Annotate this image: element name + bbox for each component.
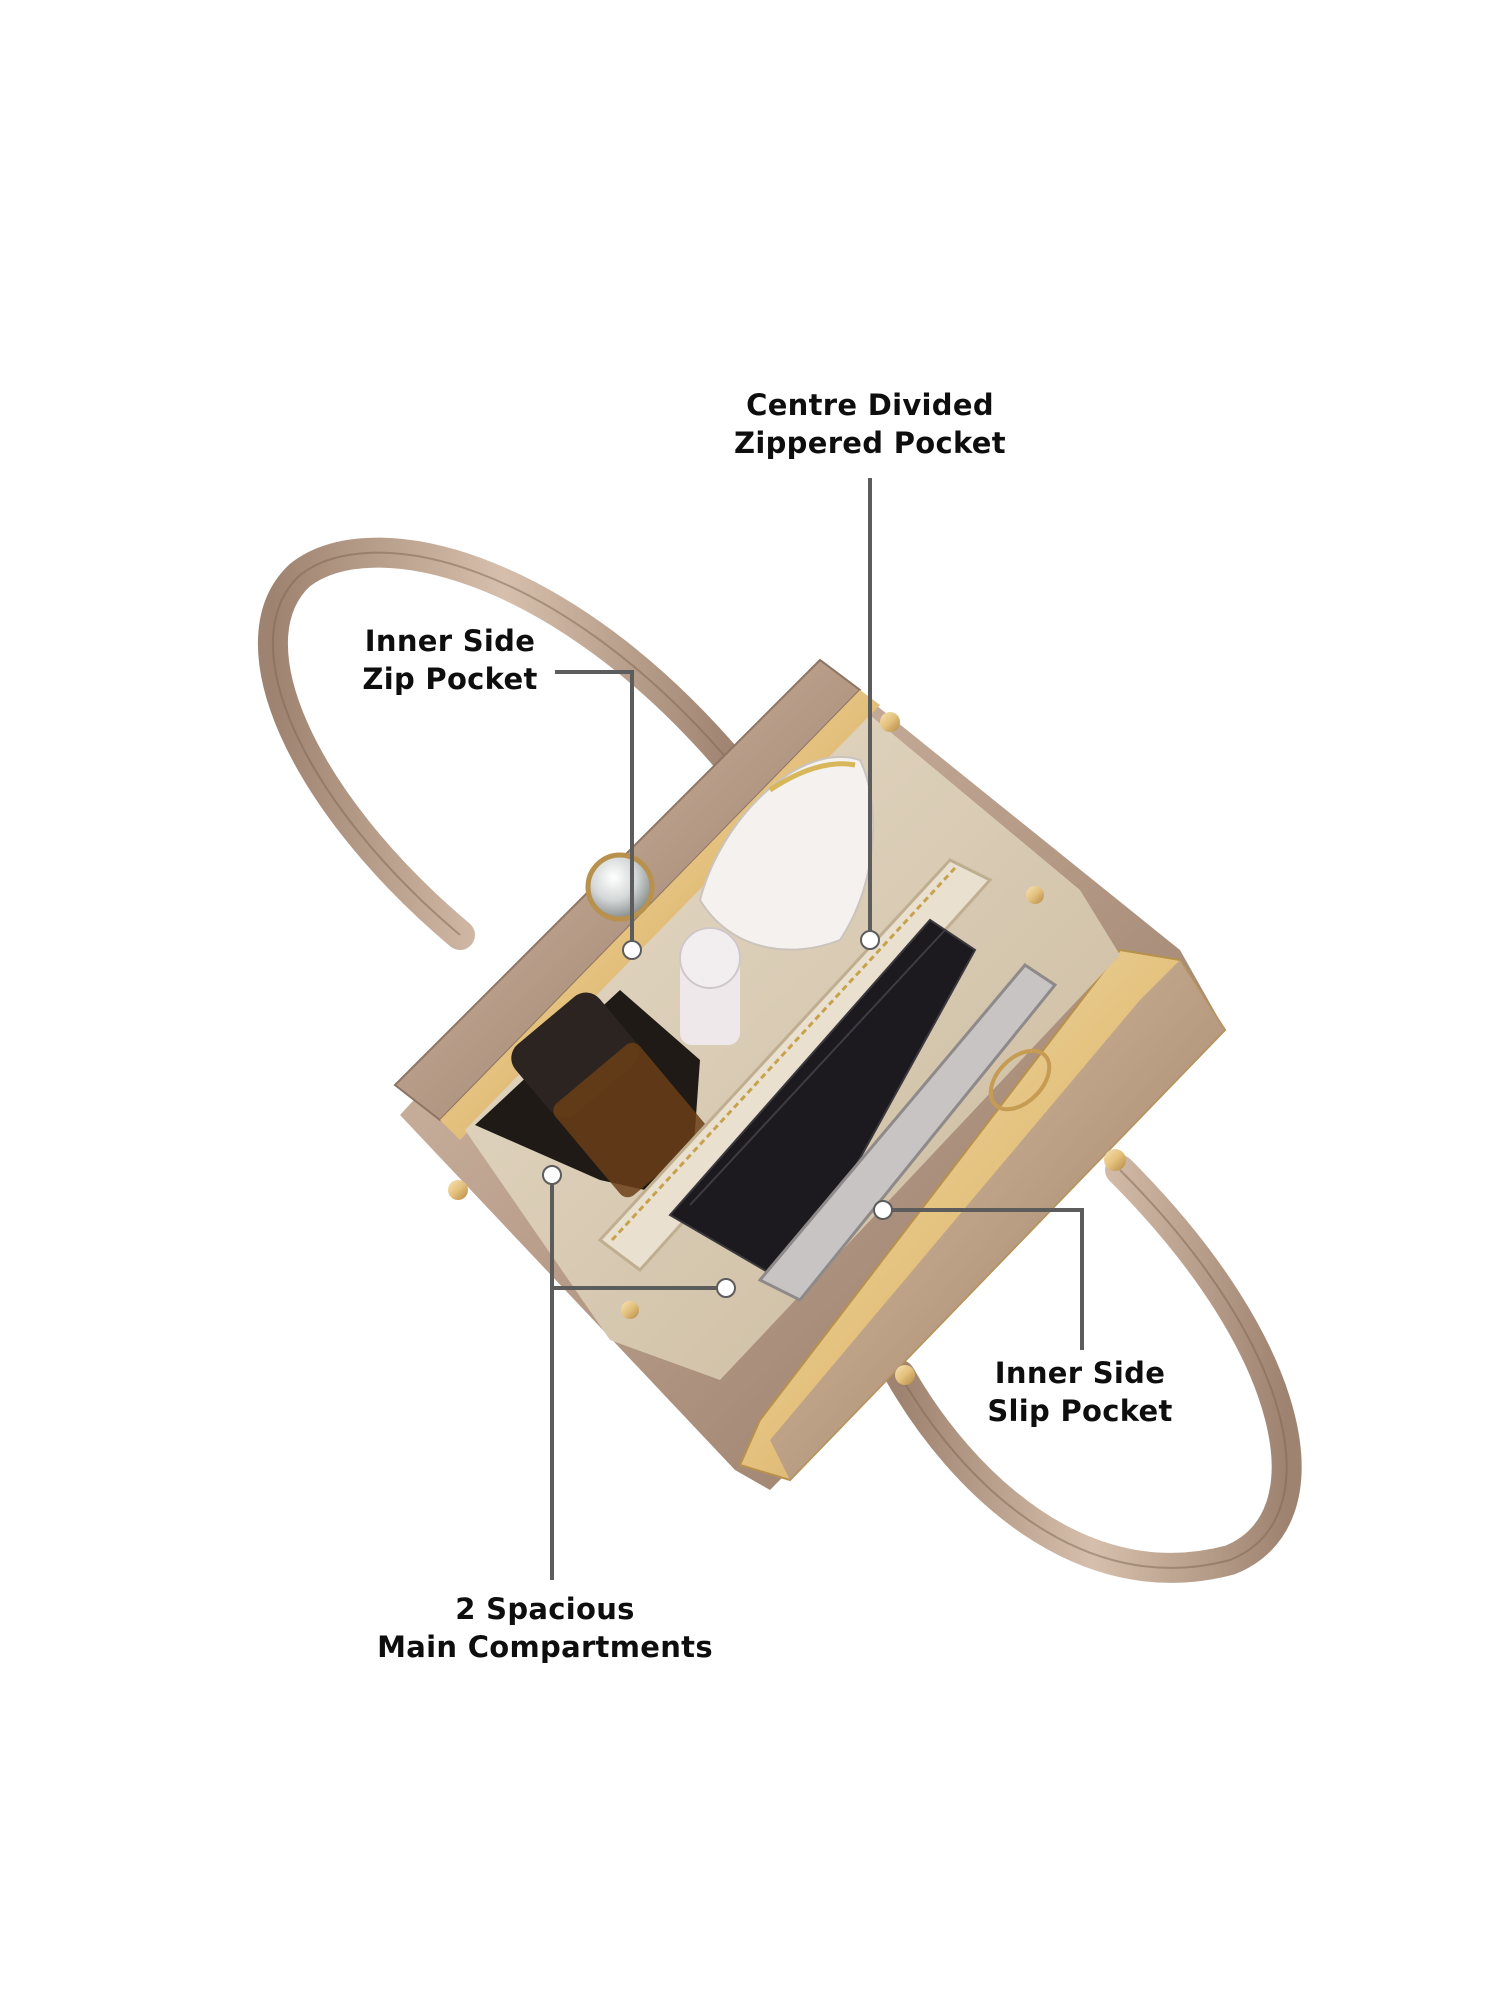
black-wallet <box>668 918 977 1287</box>
leader-slip-pocket <box>883 1208 1084 1350</box>
callout-line: Inner Side <box>994 1356 1166 1390</box>
callout-centre-divided-zippered-pocket: Centre Divided Zippered Pocket <box>700 386 1040 462</box>
callout-line: Main Compartments <box>377 1630 713 1664</box>
dot-main-compartment-left <box>542 1165 562 1185</box>
dot-slip-pocket <box>873 1200 893 1220</box>
jewel-clasp <box>585 852 655 922</box>
callout-dots <box>542 930 893 1298</box>
phone <box>757 963 1058 1302</box>
callout-inner-side-zip-pocket: Inner Side Zip Pocket <box>330 622 570 698</box>
callout-line: Centre Divided <box>746 388 994 422</box>
callout-line: 2 Spacious <box>455 1592 635 1626</box>
callout-line: Zip Pocket <box>362 662 538 696</box>
callout-spacious-main-compartments: 2 Spacious Main Compartments <box>355 1590 735 1666</box>
leader-zip-pocket <box>555 670 634 950</box>
dot-centre-pocket <box>860 930 880 950</box>
sunglasses <box>988 1048 1052 1112</box>
leader-lines <box>550 478 1084 1580</box>
callout-line: Slip Pocket <box>987 1394 1173 1428</box>
white-pouch <box>698 755 875 951</box>
callout-inner-side-slip-pocket: Inner Side Slip Pocket <box>960 1354 1200 1430</box>
dot-zip-pocket <box>622 940 642 960</box>
callout-line: Inner Side <box>364 624 536 658</box>
dot-main-compartment-right <box>716 1278 736 1298</box>
callout-line: Zippered Pocket <box>734 426 1006 460</box>
